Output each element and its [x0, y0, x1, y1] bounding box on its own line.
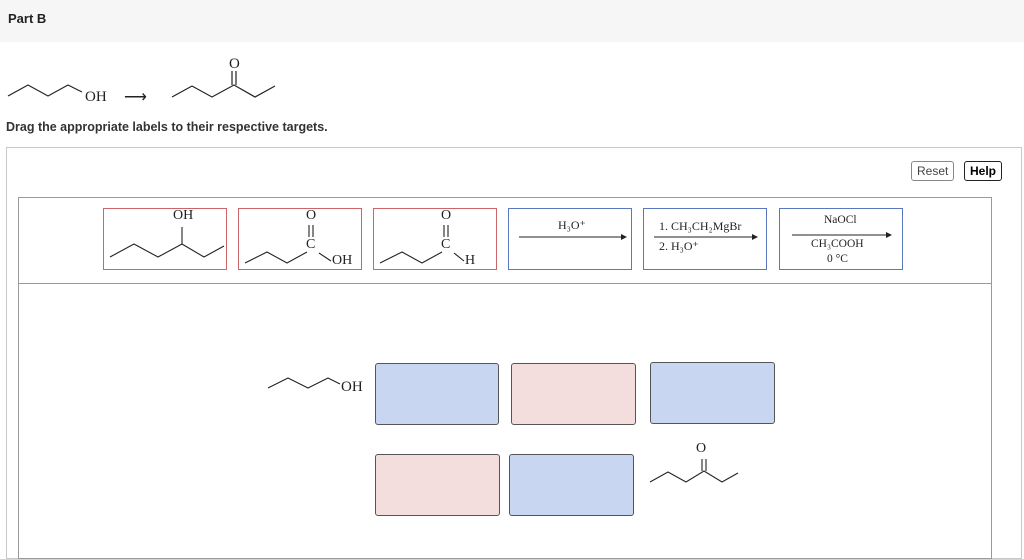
label-aldehyde[interactable]: O C H: [373, 208, 497, 270]
label-alcohol[interactable]: OH: [103, 208, 227, 270]
alcohol-oh-text: OH: [173, 208, 194, 223]
workspace-product-molecule: [649, 459, 739, 483]
workspace-start-molecule: [267, 377, 341, 389]
reset-button[interactable]: Reset: [911, 161, 955, 181]
reagent-naocl-line3: 0 °C: [827, 253, 848, 265]
label-reagent-h3o[interactable]: H₃O⁺: [508, 208, 632, 270]
help-button[interactable]: Help: [964, 161, 1003, 181]
drop-target-reagent-1[interactable]: [375, 363, 499, 425]
part-title: Part B: [8, 11, 47, 26]
start-oh-text: OH: [85, 89, 107, 105]
acid-oh-text: OH: [332, 253, 353, 268]
label-reagent-grignard[interactable]: 1. CH₃CH₂MgBr 2. H₃O⁺: [643, 208, 767, 270]
reagent-grignard-line2: 2. H₃O⁺: [659, 239, 699, 253]
reaction-scheme: OH ⟶ O: [0, 46, 300, 116]
reagent-naocl-line1: NaOCl: [824, 214, 857, 226]
aldehyde-c-text: C: [441, 237, 451, 252]
reaction-arrow-icon: ⟶: [124, 89, 147, 106]
reagent-naocl-line2: CH₃COOH: [811, 238, 864, 250]
drop-target-reagent-3[interactable]: [509, 454, 634, 516]
aldehyde-o-text: O: [441, 208, 452, 223]
reagent-h3o-text: H₃O⁺: [558, 218, 586, 232]
reaction-svg: OH ⟶ O: [7, 56, 276, 106]
part-header: Part B: [0, 0, 1024, 42]
product-o-text: O: [229, 56, 240, 72]
acid-o-text: O: [306, 208, 317, 223]
instructions: Drag the appropriate labels to their res…: [6, 120, 328, 134]
drop-target-reagent-2[interactable]: [650, 362, 775, 424]
workspace-product-o-text: O: [696, 441, 707, 456]
acid-c-text: C: [306, 237, 316, 252]
drop-target-structure-2[interactable]: [375, 454, 500, 516]
workspace-start-oh-text: OH: [341, 379, 363, 395]
drop-target-structure-1[interactable]: [511, 363, 636, 425]
label-carboxylic-acid[interactable]: O C OH: [238, 208, 362, 270]
label-reagent-naocl[interactable]: NaOCl CH₃COOH 0 °C: [779, 208, 903, 270]
reagent-grignard-line1: 1. CH₃CH₂MgBr: [659, 219, 742, 233]
aldehyde-h-text: H: [465, 253, 476, 268]
tray-divider: [18, 283, 992, 284]
